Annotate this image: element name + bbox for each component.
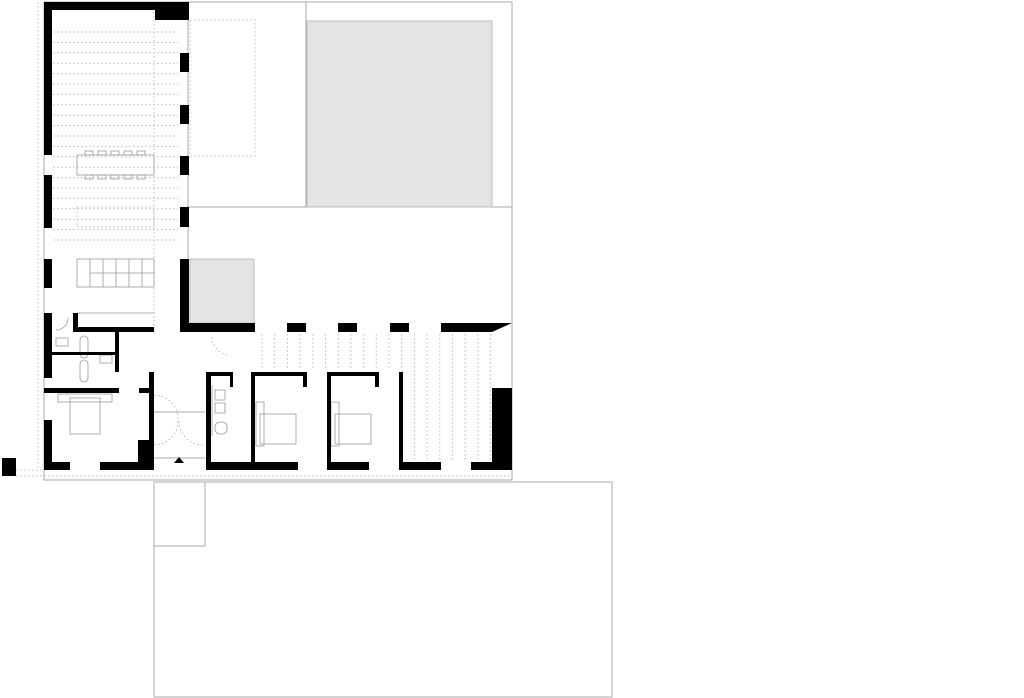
floor-pattern-corridor [261, 334, 492, 460]
bathroom-2-fixtures [211, 385, 228, 436]
floor-pattern-living [53, 31, 178, 241]
step-outline [153, 481, 206, 547]
bed-master [57, 393, 113, 435]
terrace-zone [189, 19, 256, 157]
dining-table [76, 150, 155, 180]
courtyard-pool [306, 20, 493, 208]
north-arrow-triangle-icon [174, 457, 184, 463]
storage-cabinets [76, 258, 155, 314]
bed-room-1 [255, 401, 297, 447]
small-courtyard [189, 258, 255, 324]
terrace-outline [153, 481, 613, 698]
walls [2, 2, 512, 476]
entrance-doors [153, 336, 231, 459]
kitchen-island [76, 206, 155, 228]
column-detached [2, 458, 16, 476]
bed-room-2 [330, 401, 372, 447]
